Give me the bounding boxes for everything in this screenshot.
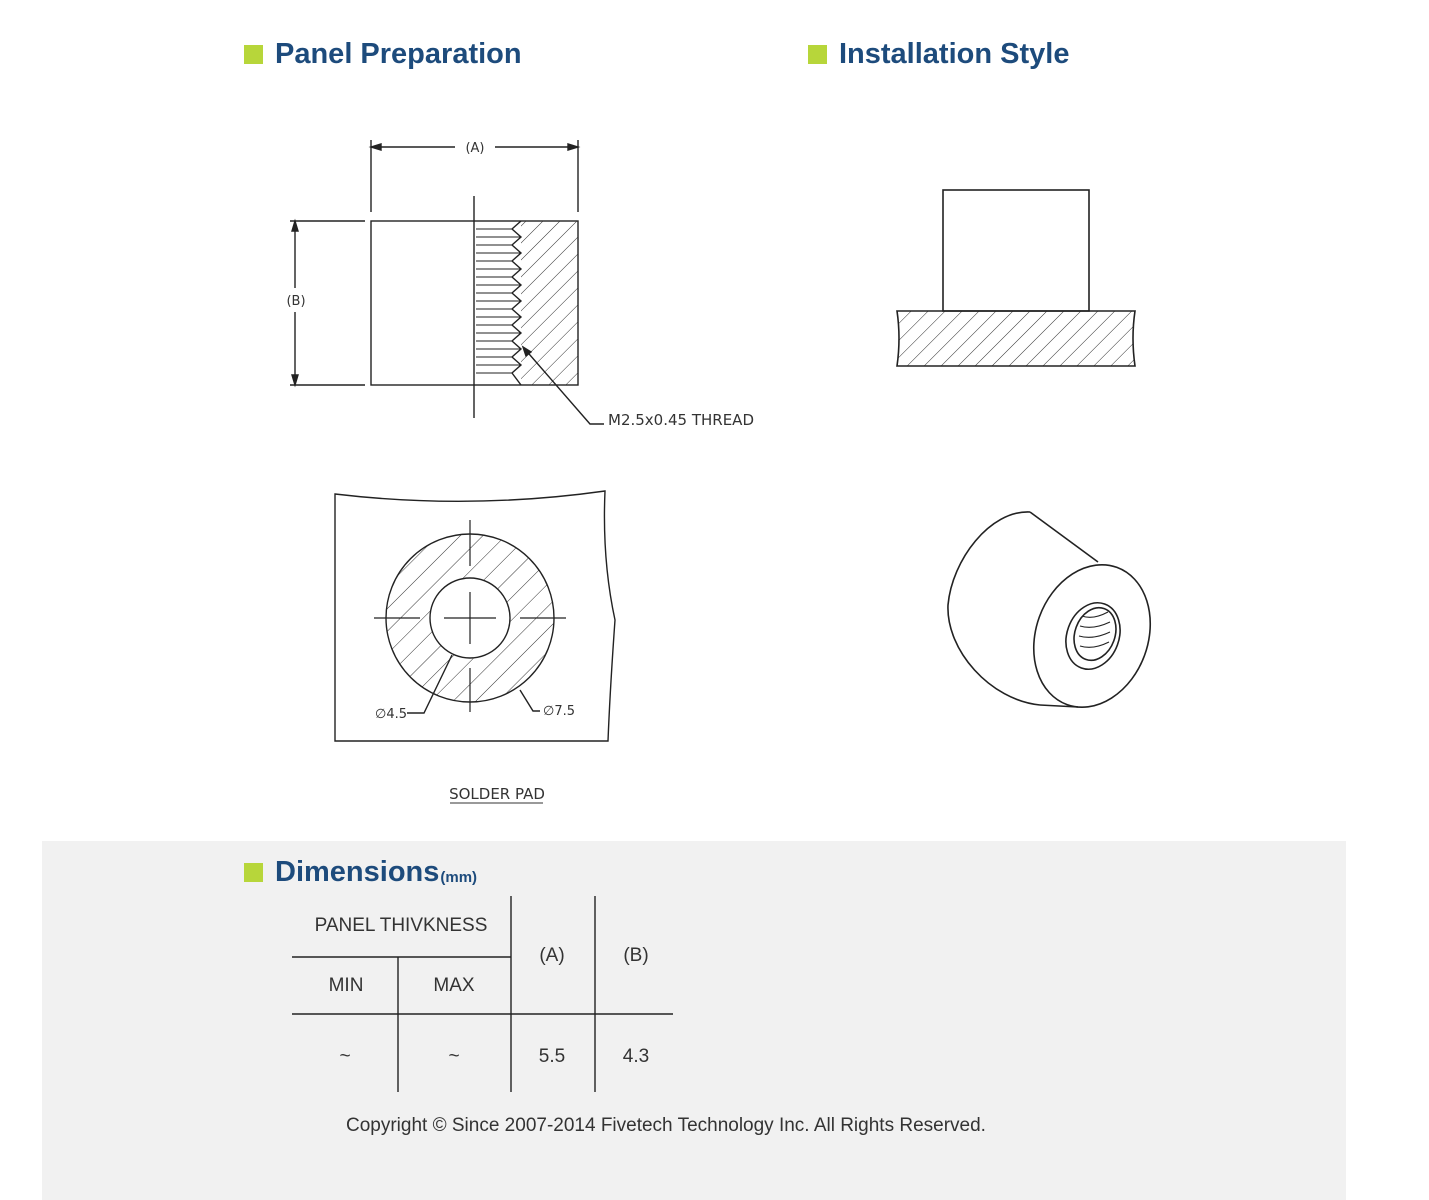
square-bullet-icon [244, 45, 263, 64]
nut-isometric-view [947, 511, 1152, 709]
thread-callout: M2.5x0.45 THREAD [608, 411, 754, 429]
nut-section-view [290, 140, 604, 425]
table-header-min: MIN [328, 975, 364, 996]
table-cell-a: 5.5 [538, 1046, 566, 1067]
installation-side-view [896, 189, 1136, 367]
dimensions-title: Dimensions [275, 856, 440, 888]
copyright-notice: Copyright © Since 2007-2014 Fivetech Tec… [346, 1115, 986, 1136]
table-cell-b: 4.3 [622, 1046, 650, 1067]
table-cell-max: ~ [448, 1046, 460, 1067]
table-header-b: (B) [623, 945, 649, 966]
solder-pad-caption: SOLDER PAD [449, 785, 545, 803]
dimensions-heading: Dimensions (mm) [244, 856, 477, 889]
table-header-a: (A) [539, 945, 565, 966]
technical-drawing: (A) (B) M2.5x0.45 THREAD ∅4.5 ∅7.5 SOLDE… [286, 140, 1152, 804]
outer-diameter-label: ∅7.5 [543, 704, 575, 719]
installation-style-heading: Installation Style [808, 38, 1069, 71]
dimensions-unit: (mm) [440, 869, 478, 886]
square-bullet-icon [808, 45, 827, 64]
installation-style-title: Installation Style [839, 38, 1070, 70]
solder-pad-view [334, 490, 616, 742]
panel-preparation-title: Panel Preparation [275, 38, 522, 70]
square-bullet-icon [244, 863, 263, 882]
dimensions-band [42, 841, 1346, 1200]
table-cell-min: ~ [339, 1046, 351, 1067]
inner-diameter-label: ∅4.5 [375, 707, 407, 722]
panel-preparation-heading: Panel Preparation [244, 38, 522, 71]
table-header-max: MAX [433, 975, 475, 996]
label-a: (A) [465, 141, 484, 156]
table-group-header: PANEL THIVKNESS [314, 915, 488, 936]
label-b: (B) [286, 294, 305, 309]
